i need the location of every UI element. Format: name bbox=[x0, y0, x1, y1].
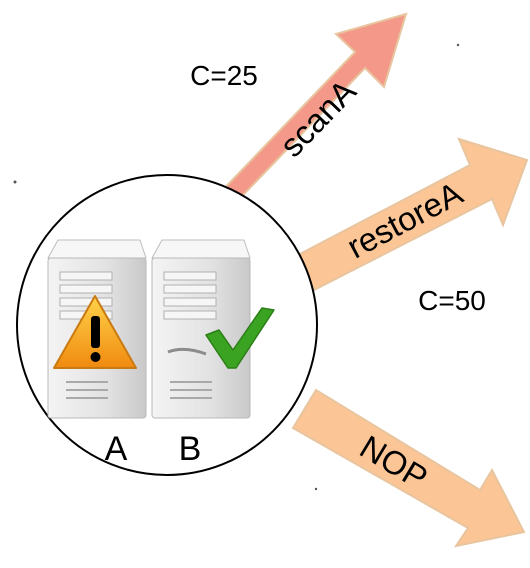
scan-arrow-shape bbox=[213, 12, 408, 216]
warning-icon bbox=[53, 295, 137, 369]
restore-cost-label: C=50 bbox=[418, 285, 486, 316]
server-b-tower-icon bbox=[151, 239, 251, 419]
scan-cost-label: C=25 bbox=[190, 60, 258, 91]
server-b-label: B bbox=[179, 430, 202, 468]
checkmark-icon bbox=[205, 307, 275, 369]
server-a-label: A bbox=[105, 430, 128, 468]
restore-arrow: restoreA bbox=[296, 137, 529, 292]
scan-arrow-label: scanA bbox=[273, 72, 363, 164]
stray-dots bbox=[13, 43, 460, 491]
nop-arrow-shape bbox=[291, 388, 526, 548]
nop-arrow: NOP bbox=[291, 388, 526, 548]
scan-arrow: scanA bbox=[213, 12, 408, 216]
server-a: A bbox=[47, 239, 147, 468]
restore-arrow-shape bbox=[296, 137, 529, 292]
server-b: B bbox=[151, 239, 275, 468]
